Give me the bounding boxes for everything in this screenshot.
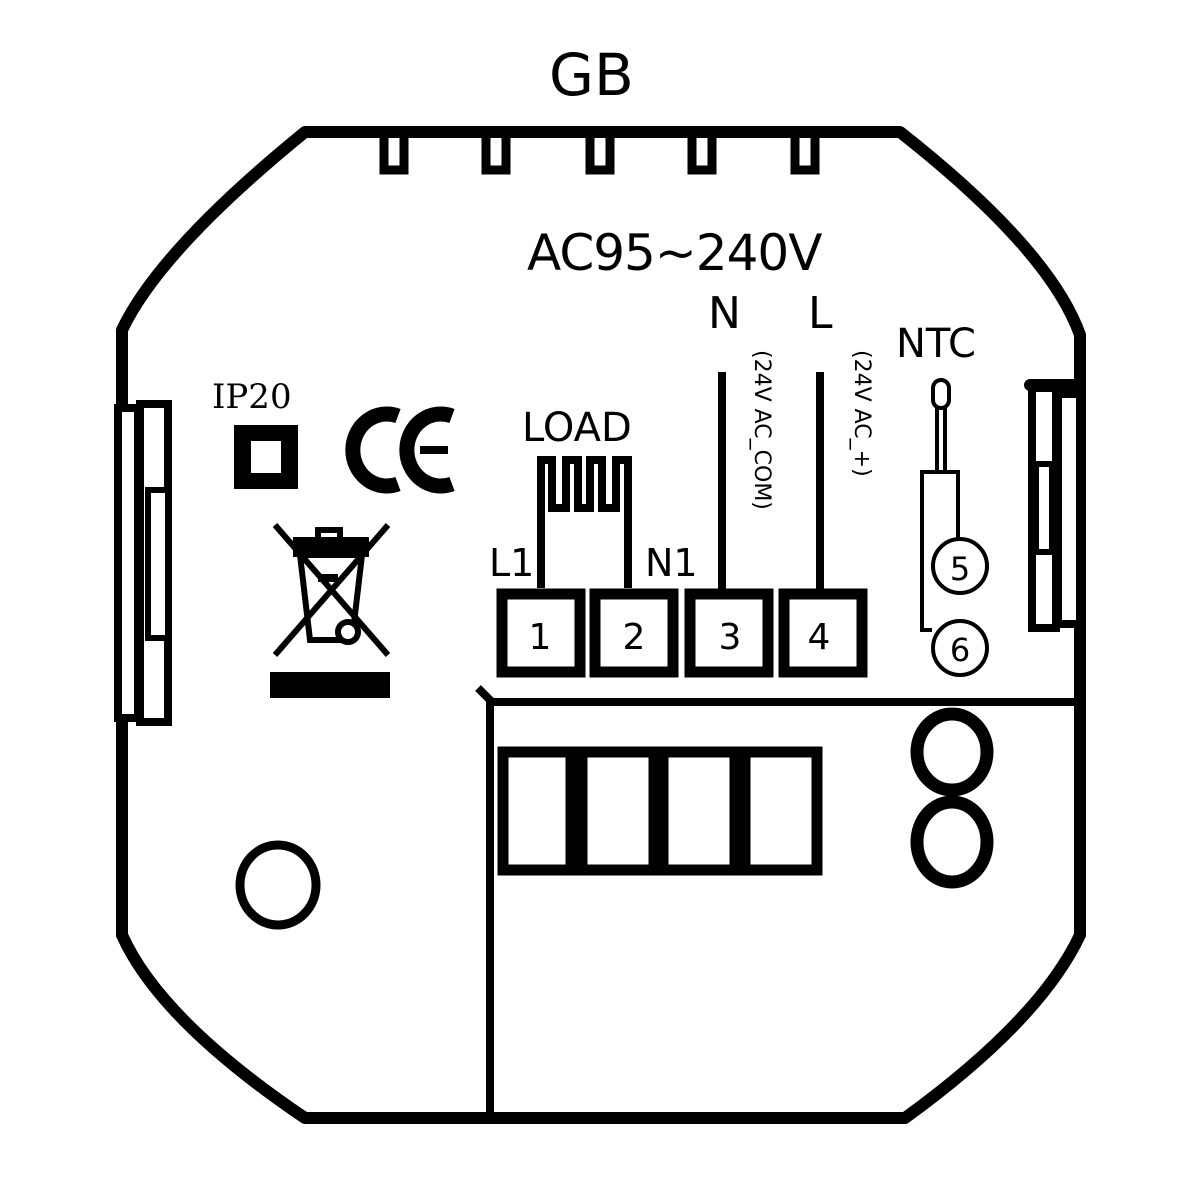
load-n1-label: N1 (645, 541, 698, 585)
load-label: LOAD (522, 405, 632, 451)
ntc-terminal-5: 5 (949, 550, 971, 588)
mounting-hole-left (235, 840, 321, 930)
neutral-alt-label: (24V AC_COM) (749, 350, 774, 510)
top-tabs (379, 136, 820, 175)
ip20-symbol (234, 425, 298, 489)
ntc-probe-icon (920, 378, 989, 677)
lower-compartment (475, 685, 1082, 1118)
terminal-4: 4 (807, 617, 831, 658)
mounting-holes-right (910, 707, 994, 889)
region-label: GB (549, 41, 634, 109)
right-side-clip (1028, 384, 1084, 632)
neutral-label: N (708, 288, 741, 339)
weee-bar (270, 672, 390, 698)
load-l1-label: L1 (489, 541, 535, 585)
live-alt-label: (24V AC_+) (849, 350, 874, 477)
live-label: L (808, 288, 833, 339)
terminal-1: 1 (528, 617, 552, 658)
housing-outline (116, 126, 1086, 1124)
terminal-2: 2 (622, 617, 646, 658)
left-side-clip (114, 400, 172, 726)
ntc-label: NTC (896, 321, 976, 367)
supply-voltage-label: AC95~240V (527, 224, 822, 282)
weee-bin-icon (272, 523, 391, 657)
ce-mark-icon (345, 406, 455, 494)
load-heater-icon (537, 456, 632, 588)
ntc-terminal-6: 6 (949, 631, 971, 669)
terminal-block (496, 588, 868, 678)
terminal-3: 3 (718, 617, 742, 658)
ip-rating-label: IP20 (212, 377, 292, 417)
connector-slots (497, 746, 823, 876)
